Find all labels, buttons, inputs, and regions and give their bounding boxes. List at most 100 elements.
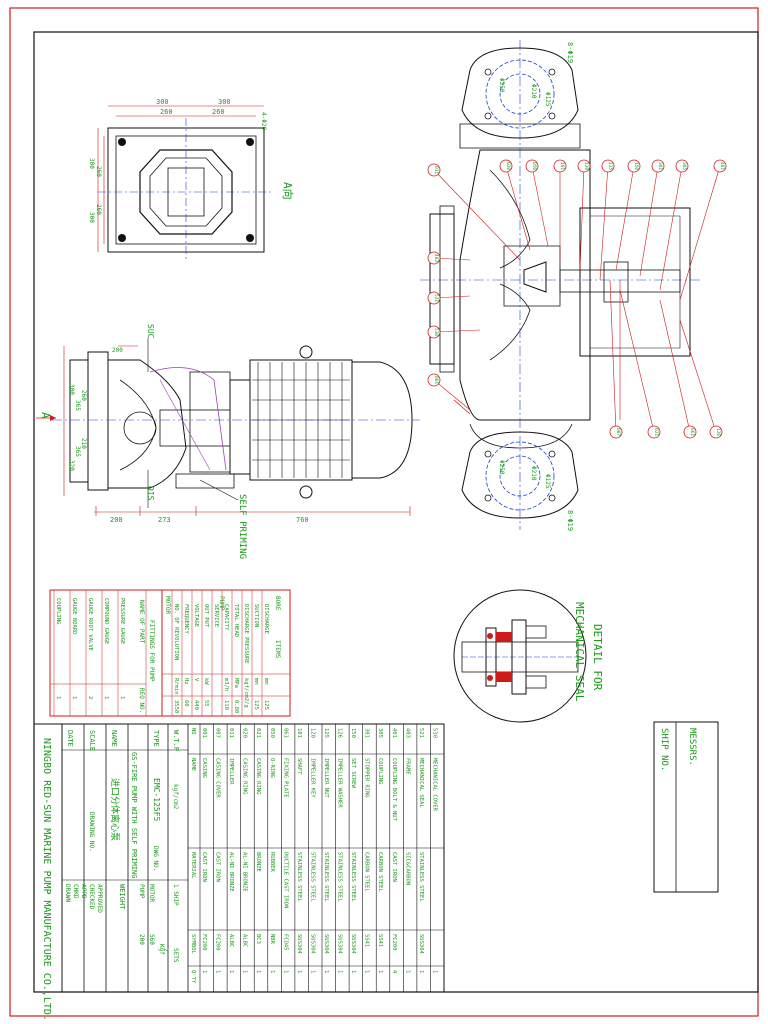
section-view (420, 40, 700, 530)
callout-number: 061 (689, 428, 695, 436)
parts-cell: 125 (323, 728, 329, 738)
fittings-row-name: GAUGE BOARD (71, 598, 77, 634)
specs-row-unit: m3/h (223, 678, 229, 691)
dim-side-4: 365 (74, 400, 81, 411)
chkd-label: CHKD (72, 884, 79, 899)
specs-row-unit: mm (263, 678, 269, 685)
callout-number: 101 (559, 162, 565, 170)
callout-bubble (427, 291, 441, 305)
callout-leader (433, 169, 521, 261)
fittings-header-req: REQ NO. (138, 688, 145, 713)
client-box (653, 721, 719, 893)
parts-cell: SUS304 (418, 934, 424, 955)
parts-cell: CARBON STEEL (377, 852, 383, 892)
top-view (97, 105, 274, 262)
dim-top-4: 260 (212, 108, 225, 116)
parts-cell: AL-NI BRONZE (242, 852, 248, 892)
parts-cell: COUPLING (377, 758, 383, 785)
callout-number: 126 (715, 428, 721, 436)
specs-row-unit: mm (253, 678, 259, 685)
dim-left-3: 300 (88, 212, 95, 223)
flange-dim-3: Φ210 (530, 84, 537, 99)
callout-leader (615, 165, 635, 271)
specs-row-value: 55 (203, 700, 209, 707)
dim-side-3: 300 (68, 384, 75, 395)
fittings-row-req: 1 (119, 696, 125, 699)
parts-cell: 007 (215, 728, 221, 738)
parts-cell: 001 (201, 728, 207, 738)
parts-cell: 1 (228, 970, 234, 973)
parts-cell: 301 (364, 728, 370, 738)
dim-side-7: 320 (68, 460, 75, 471)
parts-cell: 061 (282, 728, 288, 738)
appd-label: APPD (80, 884, 87, 899)
self-priming-label: SELF PRIMING (237, 494, 247, 559)
parts-cell: 1 (337, 970, 343, 973)
specs-row-value: 110 (223, 700, 229, 710)
parts-cell: CASING COVER (215, 758, 221, 798)
callout-bubble (627, 159, 641, 173)
specs-row-value: 3550 (173, 700, 179, 713)
parts-cell: SS41 (377, 934, 383, 947)
fittings-row-name: COUPLING (55, 598, 61, 625)
specs-row-name: SERVICE (213, 604, 219, 627)
per-ship-label: 1 SHIP (172, 884, 179, 906)
callout-bubble (525, 159, 539, 173)
callout-number: 530 (433, 328, 439, 336)
ship-no-label: SHIP NO. (659, 728, 669, 771)
parts-cell: NBR (269, 934, 275, 945)
type-value: EMC-125F5 (152, 778, 161, 822)
callout-bubble (553, 159, 567, 173)
callout-number: 050 (531, 162, 537, 170)
wtp-value: kgf/cm2 (172, 784, 179, 810)
parts-cell: STAINLESS STEEL (309, 852, 315, 902)
parts-cell: 1 (418, 970, 424, 973)
callout-number: 020 (505, 162, 511, 170)
parts-cell: ALBC (242, 934, 248, 947)
specs-row-name: VOLTAGE (193, 604, 199, 627)
specs-row-name: OUT PUT (203, 604, 209, 628)
type-label: TYPE (152, 730, 160, 747)
callout-leader (433, 379, 471, 411)
parts-cell: SUS304 (350, 934, 356, 955)
specs-row-value: 0.80 (233, 700, 239, 713)
weight-pump-label: PUMP (138, 884, 145, 899)
parts-cell: IMPELLER (228, 758, 234, 785)
callout-leader (609, 279, 617, 433)
parts-cell: MECHANICAL COVER (431, 758, 437, 812)
name-label: NAME (110, 730, 118, 747)
parts-cell: CARBON STEEL (364, 852, 370, 892)
parts-cell: 1 (364, 970, 370, 973)
callout-number: 150 (633, 162, 639, 170)
dim-side-1: 200 (112, 347, 123, 354)
specs-row-unit: MPa (233, 678, 239, 688)
dim-top-3: 260 (160, 108, 173, 116)
specs-row-name: CAPACITY (223, 604, 229, 631)
specs-row-value: 60 (183, 700, 189, 707)
specs-row-unit: kgf/cm2/g (243, 678, 249, 708)
scale-label: SCALE (88, 730, 96, 751)
parts-cell: O-RING (269, 758, 275, 778)
callout-number: 125 (607, 162, 613, 170)
parts-cell: COUPLING BOLT & NUT (391, 758, 397, 822)
parts-cell: STOPPER RING (364, 758, 370, 798)
callout-bubble (499, 159, 513, 173)
fittings-row-req: 1 (55, 696, 61, 699)
specs-items-label: ITEMS (274, 640, 281, 658)
weight-motor-value: 560 (148, 934, 155, 945)
date-label: DATE (66, 730, 74, 747)
dim-4phi: 4-Φ20 (260, 112, 267, 130)
callout-bubble (647, 425, 661, 439)
suc-label: SUC (146, 324, 155, 339)
flange-dim-8: Φ125 (544, 474, 551, 489)
callout-number: 521 (433, 294, 439, 302)
parts-cell: FC200 (215, 934, 221, 951)
parts-cell: STAINLESS STEEL (296, 852, 302, 902)
specs-row-name: TOTAL HEAD (233, 604, 239, 637)
seal-detail-title-1: DETAIL FOR (591, 624, 604, 691)
parts-cell: CAST IRON (391, 852, 397, 882)
parts-cell: CASING RING (255, 758, 261, 794)
specs-row-value: 125 (263, 700, 269, 710)
